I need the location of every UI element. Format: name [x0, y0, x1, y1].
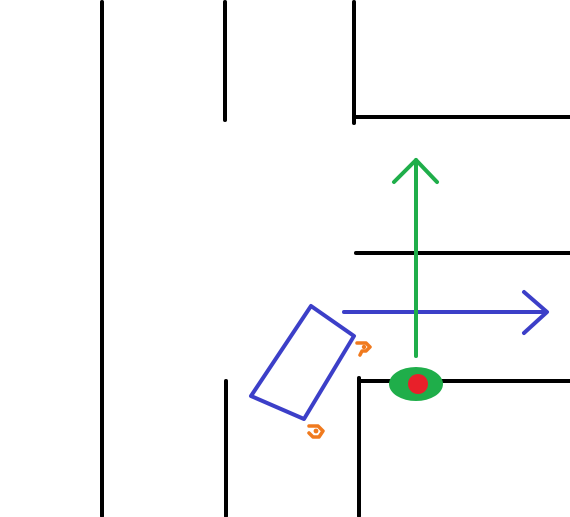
road-lines	[100, 0, 570, 517]
light-markers	[307, 341, 372, 439]
pedestrian-inner	[408, 374, 428, 394]
right-arrow	[342, 290, 549, 335]
pedestrian-marker	[389, 367, 443, 401]
light-marker-front	[355, 341, 372, 357]
up-arrow	[392, 158, 439, 358]
light-marker-rear	[307, 424, 325, 439]
vehicle-rectangle	[249, 304, 356, 421]
up-arrow-head	[392, 158, 439, 184]
right-arrow-head	[522, 290, 549, 335]
